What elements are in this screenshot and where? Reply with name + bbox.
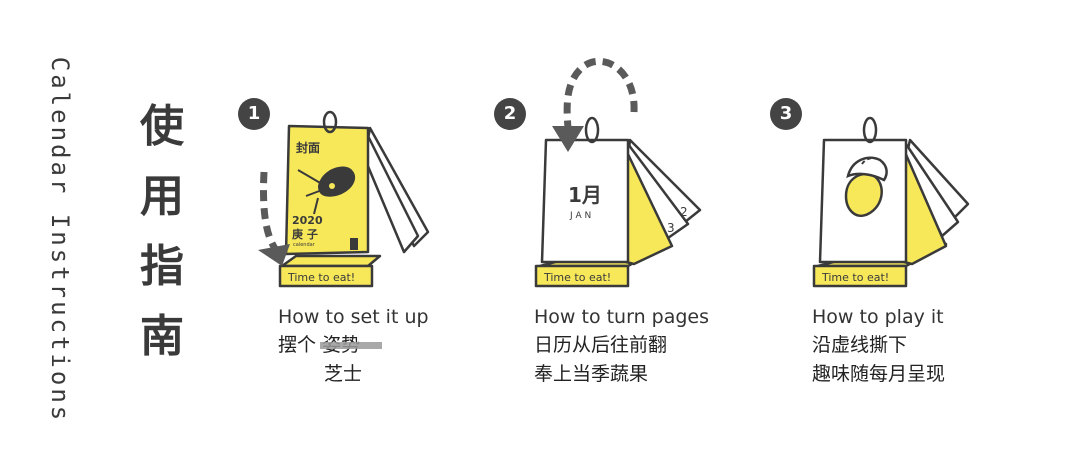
caption-line-2: 趣味随每月呈现: [812, 363, 946, 385]
title-char: 使: [140, 101, 184, 152]
calendar-ring: [584, 116, 600, 144]
step-caption-cn: 沿虚线撕下 趣味随每月呈现: [812, 331, 945, 389]
caption-line-1: 日历从后往前翻: [534, 334, 668, 356]
step-number-badge: 3: [770, 98, 802, 130]
cover-figure-icon: [318, 166, 356, 197]
caption-line-2: 奉上当季蔬果: [534, 363, 649, 385]
calendar-base-front: [278, 264, 374, 288]
calendar-ring: [862, 116, 878, 144]
title-char: 南: [140, 311, 184, 362]
dashed-arc-arrow-icon: [552, 57, 638, 152]
calendar-base-front: [812, 264, 908, 288]
step-caption-en: How to play it: [812, 306, 944, 328]
caption-struck-text: 姿势: [320, 331, 383, 360]
fruit-cutout-icon: [844, 156, 888, 217]
step-caption-en: How to turn pages: [534, 306, 710, 328]
page-title-cn: 使 用 指 南: [132, 92, 192, 372]
calendar-ring: [322, 110, 338, 134]
calendar-front-page: [540, 138, 630, 264]
page-month: 1月: [568, 183, 602, 207]
cover-label: 封面: [296, 140, 320, 155]
base-label: Time to eat!: [543, 271, 611, 284]
step-caption-cn: 摆个 姿势 芝士: [278, 331, 383, 389]
step-number-badge: 1: [238, 98, 270, 130]
cover-ganzhi: 庚 子: [292, 227, 318, 241]
calendar-base-front: [534, 264, 630, 288]
base-label: Time to eat!: [821, 271, 889, 284]
caption-line-1: 沿虚线撕下: [812, 334, 908, 356]
step-caption-cn: 日历从后往前翻 奉上当季蔬果: [534, 331, 667, 389]
page-number: 3: [667, 221, 675, 235]
cover-year: 2020: [292, 214, 323, 227]
step-caption-en: How to set it up: [278, 306, 429, 328]
page-number: 2: [680, 205, 688, 219]
title-char: 用: [140, 171, 184, 222]
caption-line-2: 芝士: [324, 363, 363, 385]
title-char: 指: [140, 241, 184, 292]
dashed-arrow-down-icon: [258, 171, 290, 266]
cover-sub: calendar: [293, 242, 316, 248]
caption-prefix: 摆个: [278, 334, 317, 356]
page-month-en: J A N: [569, 211, 591, 221]
base-label: Time to eat!: [287, 271, 355, 284]
step-number-badge: 2: [494, 98, 526, 130]
